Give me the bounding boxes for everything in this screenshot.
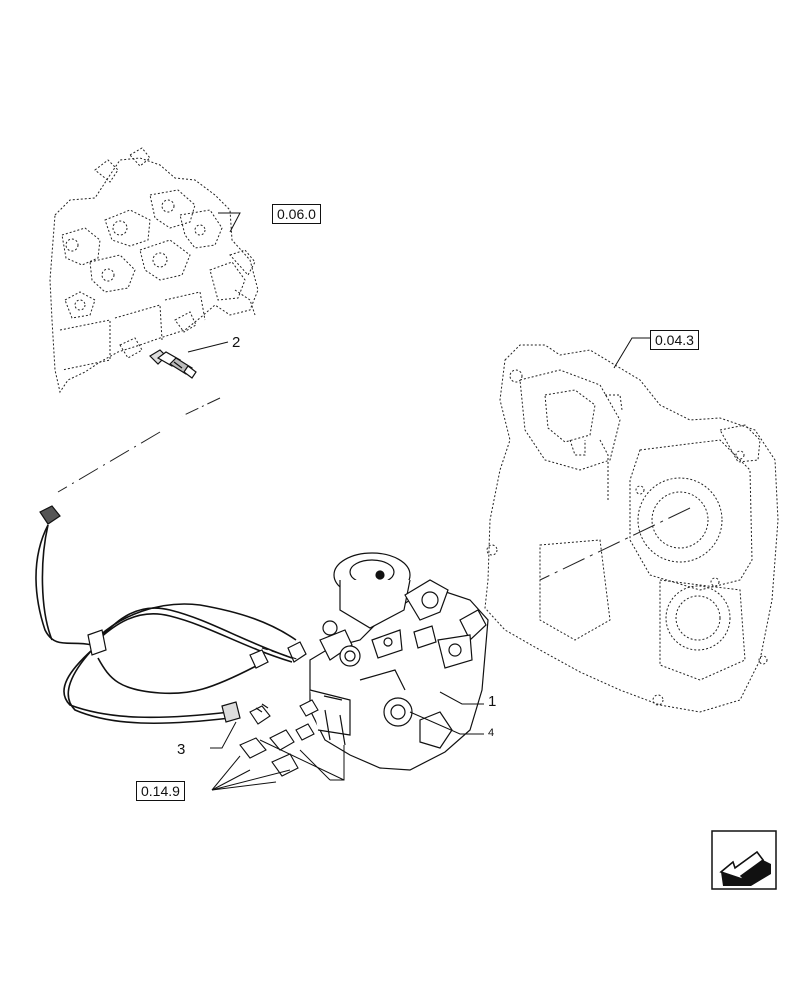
cylinder-head-phantom — [49, 147, 259, 394]
injection-pump — [309, 552, 489, 771]
callout-pump: 1 — [488, 693, 497, 710]
ref-timing-cover[interactable]: 0.04.3 — [650, 330, 699, 350]
guide-line — [261, 647, 301, 661]
ref-fittings[interactable]: 0.14.9 — [136, 781, 185, 801]
arrow-back-icon[interactable] — [711, 830, 777, 890]
center-lines — [57, 397, 691, 581]
timing-cover-phantom — [484, 344, 779, 713]
callout-harness: 3 — [177, 741, 186, 758]
fittings — [239, 699, 319, 777]
wiring-harness — [35, 524, 297, 725]
ref-cylinder-head[interactable]: 0.06.0 — [272, 204, 321, 224]
leader-lines — [210, 212, 650, 791]
callout-valve: 4 — [488, 727, 495, 739]
arrow-back-icon-graphic — [711, 830, 777, 890]
temperature-sensor — [149, 349, 197, 379]
harness-connectors — [39, 505, 307, 723]
callout-sensor: 2 — [232, 334, 241, 351]
